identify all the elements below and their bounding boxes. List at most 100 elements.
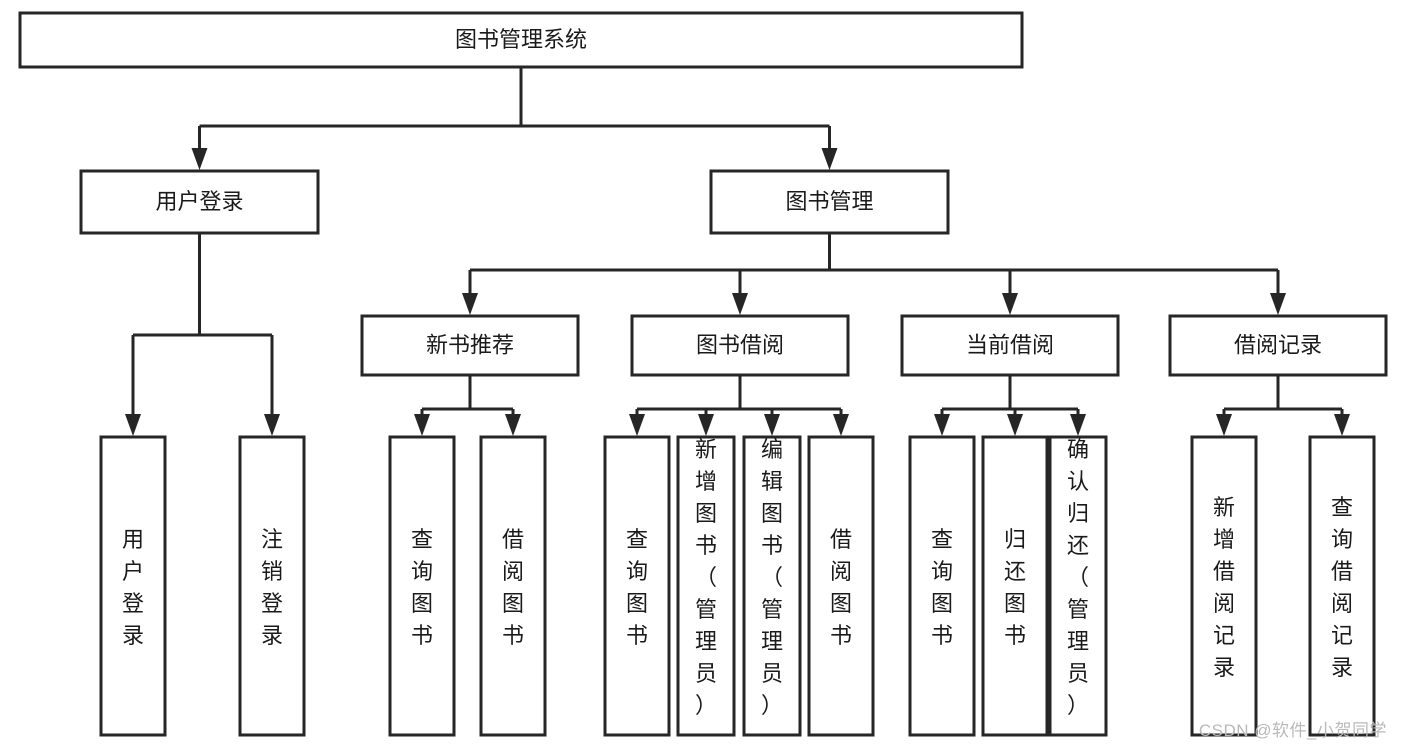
node-label-char: 确 [1067, 437, 1089, 462]
node-label-char: 查 [626, 527, 648, 552]
node-label-char: 书 [502, 623, 524, 648]
node-label-char: 查 [411, 527, 433, 552]
node-label-char: 登 [261, 591, 283, 616]
node-box [900, 314, 1120, 377]
node-root[interactable]: 图书管理系统 [18, 11, 1024, 69]
node-box [1168, 314, 1388, 377]
node-box [1190, 435, 1258, 737]
node-label-char: 阅 [830, 559, 852, 584]
node-records[interactable]: 借阅记录 [1168, 314, 1388, 377]
node-label-char: 查 [931, 527, 953, 552]
node-label-char: 理 [761, 629, 783, 654]
arrow-head-icon [934, 414, 950, 436]
node-label-char: 询 [931, 559, 953, 584]
node-box [99, 435, 167, 737]
node-box [1308, 435, 1376, 737]
node-bookmgr[interactable]: 图书管理 [709, 169, 950, 235]
node-label-char: 录 [122, 623, 144, 648]
arrow-head-icon [462, 293, 478, 315]
node-box [908, 435, 976, 737]
node-box [79, 169, 320, 235]
node-label-char: 阅 [502, 559, 524, 584]
node-label-char: 录 [1331, 655, 1353, 680]
arrow-head-icon [629, 414, 645, 436]
node-label-char: 阅 [1213, 591, 1235, 616]
node-label-char: 员 [761, 661, 783, 686]
node-label-char: 销 [261, 559, 283, 584]
node-label-char: 录 [261, 623, 283, 648]
arrow-head-icon [1007, 414, 1023, 436]
arrow-head-icon [414, 414, 430, 436]
node-label-char: 注 [261, 527, 283, 552]
node-layer: 图书管理系统用户登录图书管理新书推荐图书借阅当前借阅借阅记录用户登录注销登录查询… [18, 11, 1388, 737]
node-label-char: 图 [761, 501, 783, 526]
node-label-char: 还 [1004, 559, 1026, 584]
arrow-head-icon [1216, 414, 1232, 436]
node-label: 用户登录 [155, 189, 243, 214]
node-label-char: 管 [761, 597, 783, 622]
node-l_login[interactable]: 用户登录 [99, 435, 167, 737]
node-label-char: ） [695, 693, 717, 718]
node-label-char: ） [1067, 693, 1089, 718]
node-label-char: 认 [1067, 469, 1089, 494]
node-label-char: 询 [1331, 527, 1353, 552]
node-box [238, 435, 306, 737]
node-label-char: 询 [411, 559, 433, 584]
arrow-head-icon [764, 414, 780, 436]
node-label-char: 员 [1067, 661, 1089, 686]
node-label-char: 理 [695, 629, 717, 654]
node-label-char: 记 [1331, 623, 1353, 648]
node-box [603, 435, 671, 737]
node-label-char: （ [695, 565, 717, 590]
node-label-char: （ [761, 565, 783, 590]
node-label-char: 用 [122, 527, 144, 552]
arrow-head-icon [1070, 414, 1086, 436]
node-box [742, 435, 802, 737]
node-label-char: 书 [761, 533, 783, 558]
node-label-char: 借 [830, 527, 852, 552]
node-label: 当前借阅 [966, 332, 1054, 357]
node-borrow[interactable]: 图书借阅 [630, 314, 850, 377]
node-label-char: 管 [695, 597, 717, 622]
node-label-char: 图 [931, 591, 953, 616]
node-current[interactable]: 当前借阅 [900, 314, 1120, 377]
node-label-char: 书 [626, 623, 648, 648]
node-box [981, 435, 1049, 737]
node-label-char: 户 [122, 559, 144, 584]
node-label-char: 归 [1067, 501, 1089, 526]
node-label-char: 归 [1004, 527, 1026, 552]
node-label-char: 查 [1331, 495, 1353, 520]
node-label-char: 录 [1213, 655, 1235, 680]
node-label-char: 图 [1004, 591, 1026, 616]
arrow-head-icon [191, 148, 208, 170]
node-label-char: 书 [931, 623, 953, 648]
node-label-char: 图 [695, 501, 717, 526]
node-label-char: 登 [122, 591, 144, 616]
node-label-char: 图 [830, 591, 852, 616]
arrow-head-icon [125, 414, 141, 436]
arrow-head-icon [1002, 293, 1018, 315]
node-label-char: 图 [411, 591, 433, 616]
node-label-char: 借 [1213, 559, 1235, 584]
node-label-char: 书 [695, 533, 717, 558]
node-label-char: 借 [502, 527, 524, 552]
node-box [807, 435, 875, 737]
node-label-char: 管 [1067, 597, 1089, 622]
node-login[interactable]: 用户登录 [79, 169, 320, 235]
node-label-char: 理 [1067, 629, 1089, 654]
node-newrec[interactable]: 新书推荐 [360, 314, 580, 377]
